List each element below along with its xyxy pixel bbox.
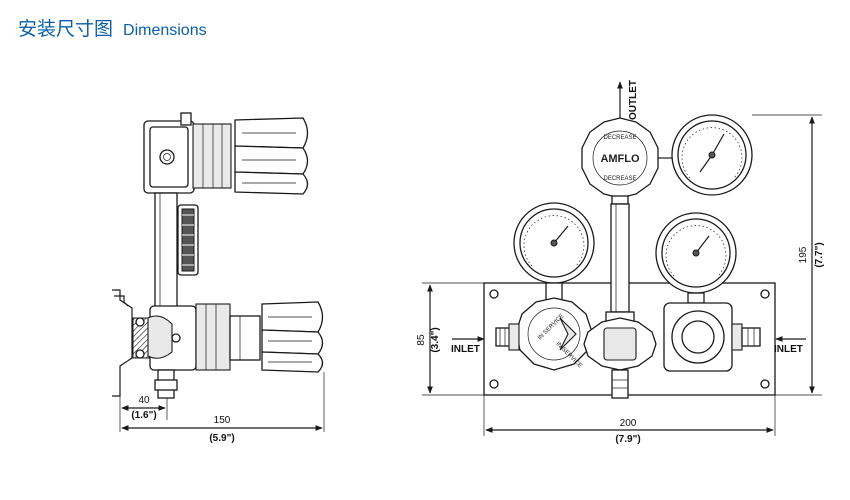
side-dim-150-inch: (5.9"): [209, 433, 234, 444]
gauge-inlet-left: [513, 202, 595, 302]
side-connecting-tube: [154, 192, 199, 309]
side-dimensions: [119, 372, 325, 432]
left-inlet-fitting: [495, 323, 520, 351]
front-dimensions: [422, 114, 822, 436]
side-upper-regulator: [143, 112, 309, 195]
top-regulator-knob: [581, 117, 659, 205]
center-valve-block: [583, 317, 657, 399]
front-view: OUTLET DECREASE AMFLO DECREASE: [416, 80, 825, 445]
inlet-left-label: INLET: [451, 344, 480, 355]
gauge-outlet: [658, 114, 753, 196]
right-inlet-fitting: [731, 323, 761, 351]
title-english: Dimensions: [123, 22, 207, 39]
amflo-brand: AMFLO: [600, 153, 640, 165]
right-port-block: [663, 302, 733, 372]
top-knob-text-top: DECREASE: [603, 135, 636, 141]
left-service-valve: [515, 297, 593, 371]
front-dim-195-inch: (7.7"): [814, 242, 825, 267]
title-chinese: 安装尺寸图: [18, 18, 114, 40]
side-mounting-bracket: [112, 289, 150, 397]
front-dim-85-inch: (3.4"): [430, 327, 441, 352]
page-header: 安装尺寸图 Dimensions: [18, 14, 207, 42]
front-dim-195: 195: [798, 246, 809, 263]
outlet-label: OUTLET: [628, 80, 639, 120]
side-lower-regulator: [147, 301, 324, 399]
inlet-right-label: INLET: [774, 344, 803, 355]
front-dim-85: 85: [416, 334, 427, 346]
side-view: 40 (1.6") 150 (5.9"): [112, 112, 325, 444]
side-dim-40: 40: [138, 395, 150, 406]
front-dim-200: 200: [620, 418, 637, 429]
gauge-inlet-right: [655, 212, 737, 304]
side-dim-40-inch: (1.6"): [131, 410, 156, 421]
top-knob-text-bottom: DECREASE: [603, 176, 636, 182]
front-dim-200-inch: (7.9"): [615, 434, 640, 445]
side-dim-150: 150: [214, 415, 231, 426]
